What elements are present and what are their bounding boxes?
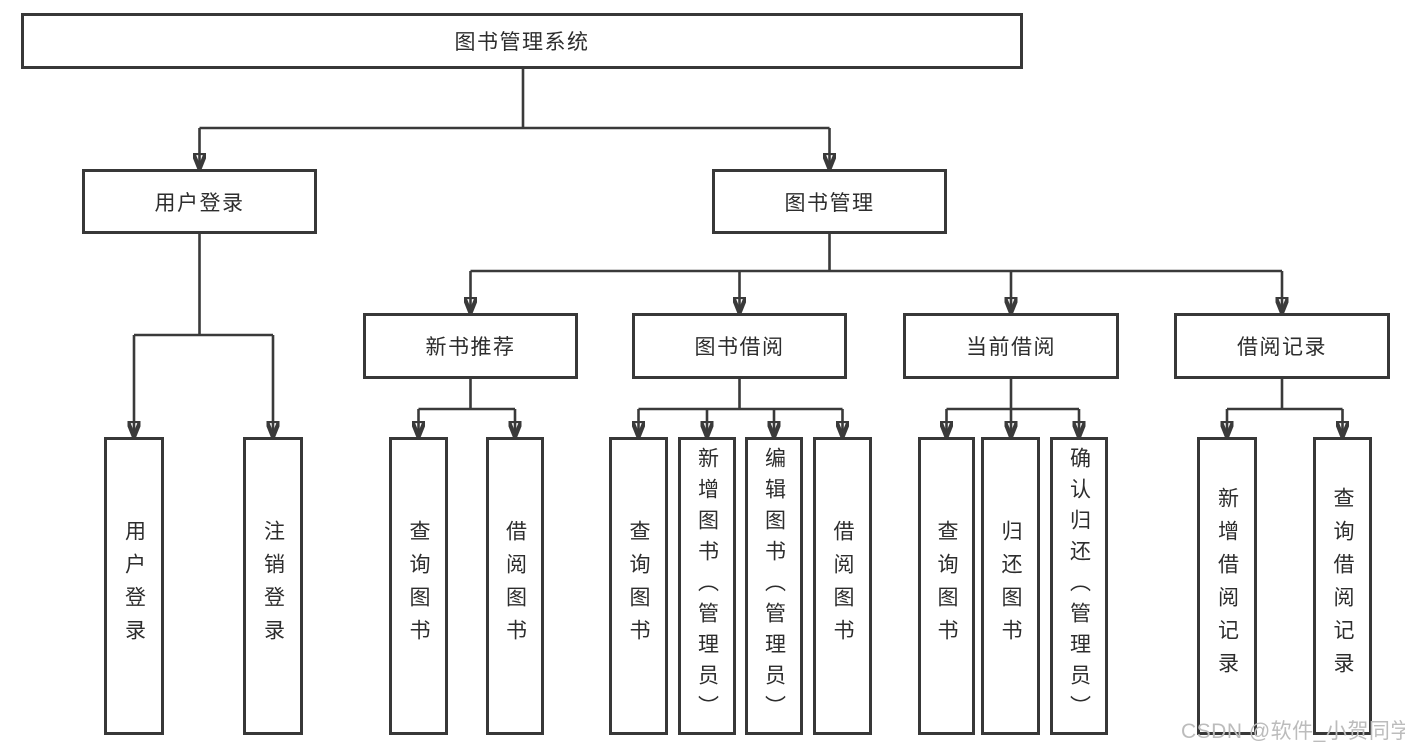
node-book-borrowing: 图书借阅 <box>632 313 847 379</box>
connector-userlogin-trunk <box>134 234 273 337</box>
connector-root-trunk <box>199 69 830 130</box>
leaf-edit-books-admin: 编辑图书（管理员） <box>745 437 803 735</box>
connector-newbooks-trunk <box>418 379 515 411</box>
node-library-management-system: 图书管理系统 <box>21 13 1023 69</box>
leaf-add-borrow-record: 新增借阅记录 <box>1197 437 1257 735</box>
leaf-logout: 注销登录 <box>243 437 303 735</box>
leaf-add-books-admin: 新增图书（管理员） <box>678 437 736 735</box>
leaf-confirm-return-admin: 确认归还（管理员） <box>1050 437 1108 735</box>
node-current-borrowing: 当前借阅 <box>903 313 1119 379</box>
leaf-query-books-recommend: 查询图书 <box>389 437 448 735</box>
node-user-login: 用户登录 <box>82 169 317 234</box>
leaf-return-books: 归还图书 <box>981 437 1040 735</box>
connector-borrowing-trunk <box>638 379 843 411</box>
node-borrowing-records: 借阅记录 <box>1174 313 1390 379</box>
connector-records-trunk <box>1227 379 1343 411</box>
leaf-query-books-borrowing: 查询图书 <box>609 437 668 735</box>
node-book-management: 图书管理 <box>712 169 947 234</box>
leaf-user-login: 用户登录 <box>104 437 164 735</box>
leaf-borrow-books-recommend: 借阅图书 <box>486 437 544 735</box>
node-new-book-recommend: 新书推荐 <box>363 313 578 379</box>
leaf-query-borrow-record: 查询借阅记录 <box>1313 437 1372 735</box>
leaf-borrow-books-borrowing: 借阅图书 <box>813 437 872 735</box>
leaf-query-books-current: 查询图书 <box>918 437 975 735</box>
connector-current-trunk <box>946 379 1079 411</box>
csdn-watermark: CSDN @软件_小贺同学 <box>1181 720 1405 743</box>
connector-bookmgmt-trunk <box>470 234 1282 273</box>
